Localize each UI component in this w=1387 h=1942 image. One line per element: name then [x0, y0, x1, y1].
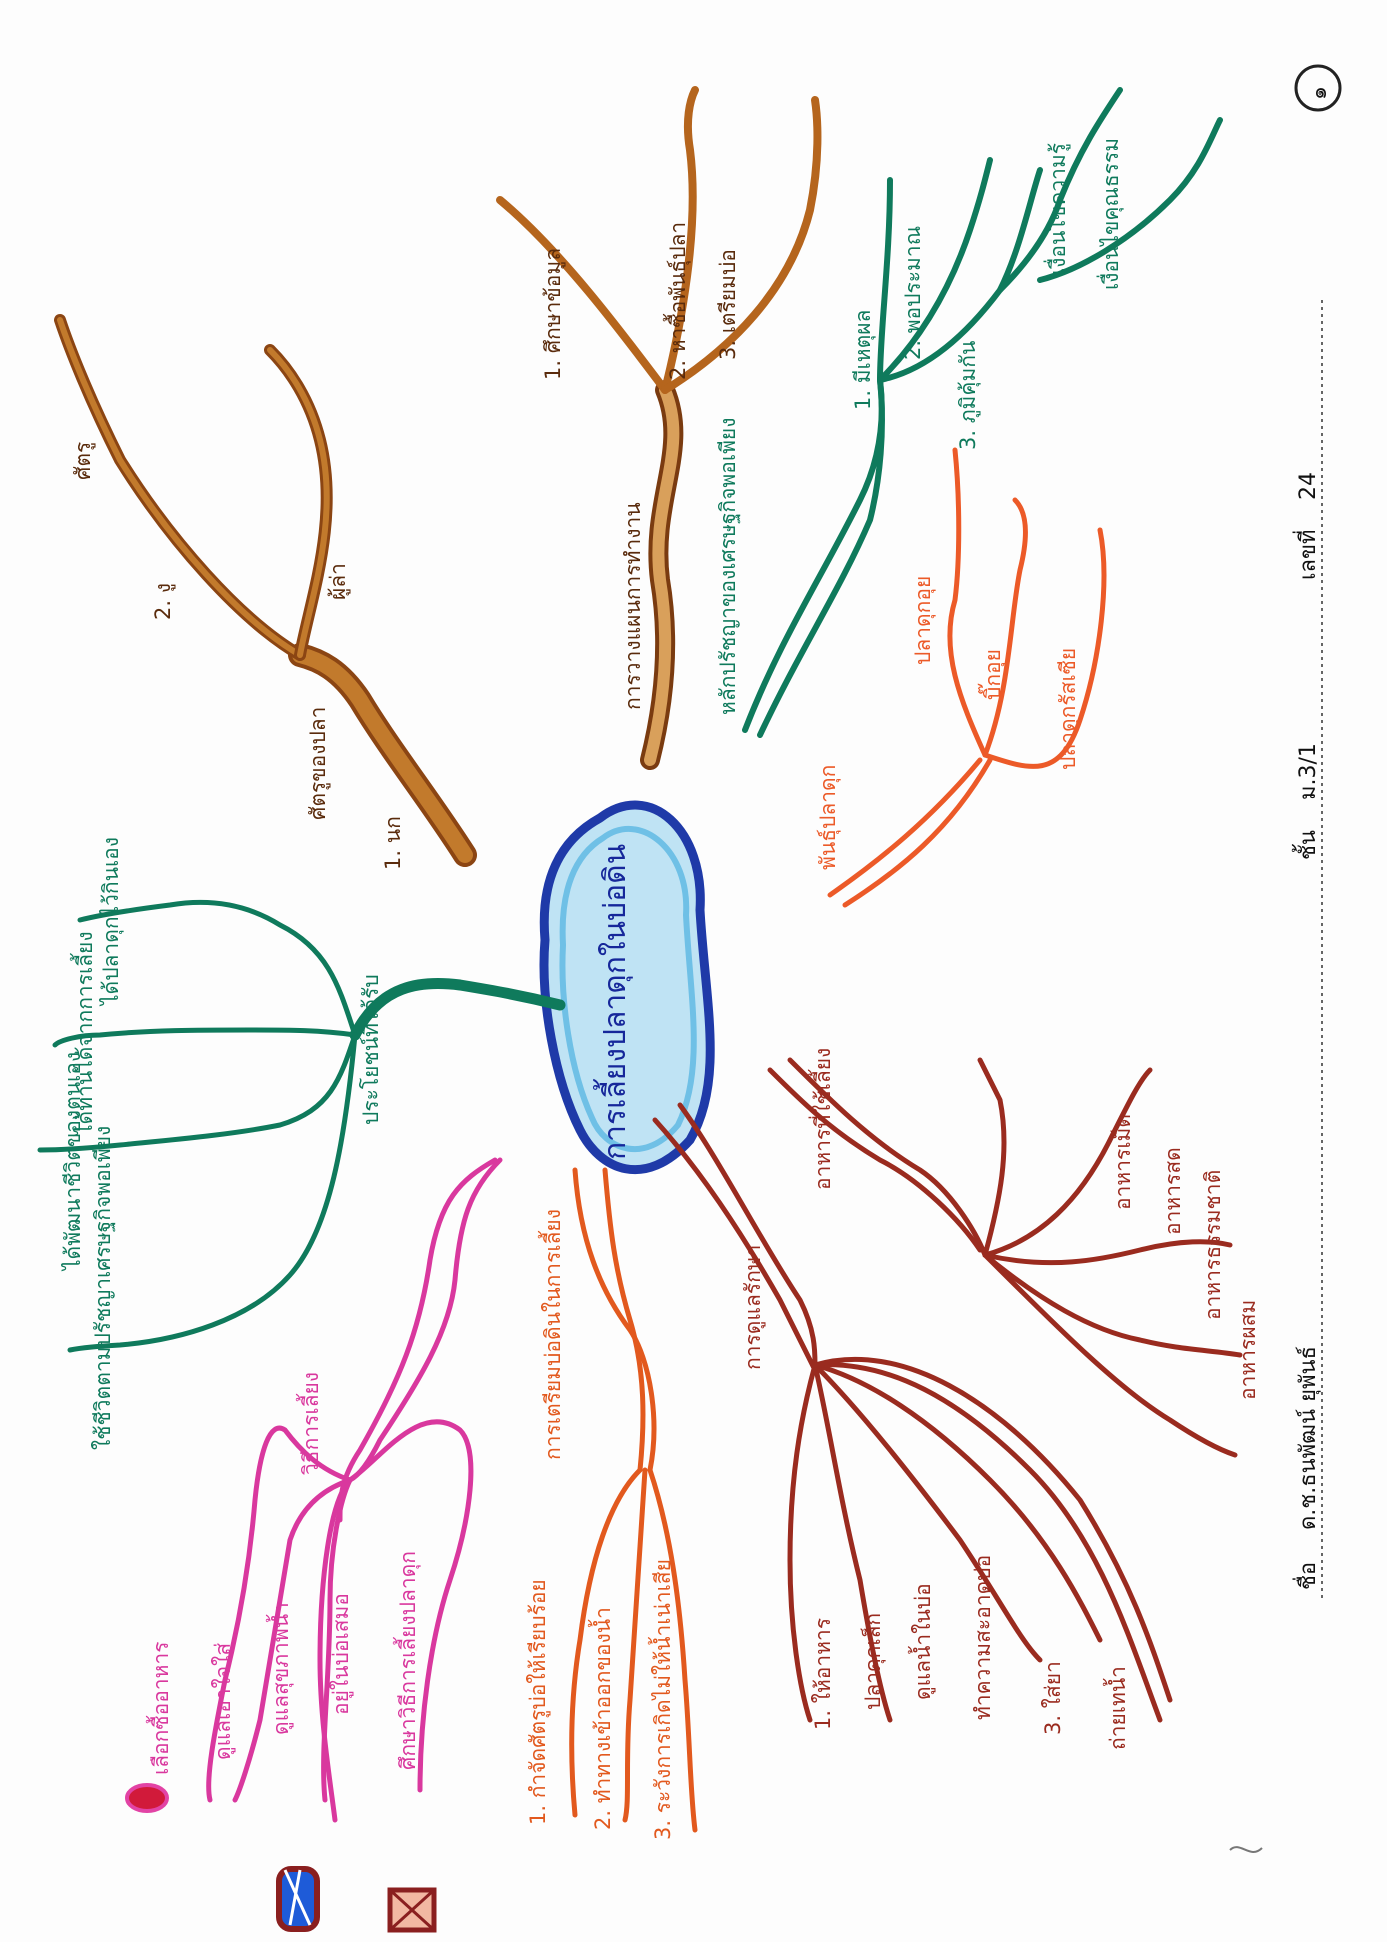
care-item: 3. ใส่ยา [1041, 1661, 1065, 1735]
steps-item: ดูแลเอาใจใส่ [211, 1643, 236, 1760]
page-number: ๑ [1307, 86, 1332, 100]
care-item: 1. ให้อาหาร [811, 1618, 835, 1730]
flower-icon [279, 1869, 317, 1929]
steps-item: อยู่ในบ่อเสมอ [329, 1593, 354, 1715]
steps-item: ศึกษาวิธีการเลี้ยงปลาดุก [393, 1551, 421, 1770]
benefit-item: ได้ปลาดุกไว้กินเอง [99, 837, 124, 1007]
red-dot-icon [127, 1785, 167, 1811]
sufficiency-item: เงื่อนไขคุณธรรม [1096, 138, 1124, 290]
prep-item: 2. ทำทางเข้าออกของน้ำ [588, 1607, 615, 1830]
pencil-mark [1230, 1847, 1262, 1852]
steps-item: เลือกซื้ออาหาร [146, 1641, 173, 1775]
rival-item: 1. นก [381, 816, 405, 870]
number-value: 24 [1296, 472, 1321, 500]
care-item: ดูแลน้ำในบ่อ [908, 1583, 936, 1700]
steps-title: วิธีการเลี้ยง [296, 1372, 323, 1475]
class-label: ชั้น [1292, 830, 1321, 860]
rival-item: ศัตรู [71, 442, 96, 480]
prep-title: การเตรียมบ่อดินในการเลี้ยง [538, 1209, 565, 1460]
feed-item: อาหารสด [1161, 1147, 1185, 1235]
sufficiency-title: หลักปรัชญาของเศรษฐกิจพอเพียง [716, 418, 740, 715]
care-item: ปลาดุกเล็ก [859, 1613, 886, 1710]
rival-item: 2. งู [151, 583, 176, 620]
branch-rival [60, 320, 465, 855]
species-item: ปลาดุกอุย [911, 576, 936, 665]
page-number-badge: ๑ [1296, 66, 1340, 110]
species-title: พันธุ์ปลาดุก [816, 765, 841, 870]
footer: ชื่อ ด.ช.ธนพัฒน์ ยุพันธ์ ชั้น ม.3/1 เลขท… [1292, 300, 1322, 1600]
branch-steps [209, 1160, 500, 1820]
envelope-icon [390, 1890, 434, 1930]
market-item: 3. เตรียมบ่อ [716, 249, 740, 360]
feed-title: อาหารที่ใช้เลี้ยง [808, 1048, 835, 1190]
benefit-title: ประโยชน์ที่ได้รับ [356, 974, 383, 1125]
rival-title: ศัตรูของปลา [306, 707, 331, 820]
care-title: การดูแลรักษา [741, 1245, 766, 1370]
prep-item: 1. กำจัดศัตรูบ่อให้เรียบร้อย [526, 1579, 551, 1825]
center-title: การเลี้ยงปลาดุกในบ่อดิน [593, 844, 634, 1160]
market-title: การวางแผนการทำงาน [621, 502, 645, 710]
name-value: ด.ช.ธนพัฒน์ ยุพันธ์ [1296, 1346, 1321, 1530]
market-item: 1. ศึกษาข้อมูล [541, 248, 566, 380]
market-item: 2. หาซื้อพันธุ์ปลา [663, 222, 691, 380]
branch-feed [770, 1060, 1240, 1455]
steps-item: ดูแลสุขภาพน้ำ [266, 1602, 294, 1735]
feed-item: อาหารธรรมชาติ [1201, 1170, 1225, 1320]
species-item: ปลาดุกรัสเซีย [1056, 648, 1081, 770]
benefit-item: ใช้ชีวิตตามปรัชญาเศรษฐกิจพอเพียง [91, 1126, 115, 1450]
care-item: ทำความสะอาดบ่อ [971, 1555, 995, 1720]
sufficiency-item: เงื่อนไขความรู้ [1043, 143, 1071, 275]
number-label: เลขที่ [1292, 529, 1321, 580]
sufficiency-item: 2. พอประมาณ [901, 226, 925, 360]
species-item: บิ๊กอุย [977, 649, 1006, 700]
benefit-item: ได้พัฒนาชีวิตของตนเอง [61, 1052, 85, 1272]
care-item: ถ่ายเทน้ำ [1103, 1666, 1130, 1750]
sufficiency-item: 1. มีเหตุผล [851, 310, 876, 410]
branch-market [500, 90, 817, 760]
name-label: ชื่อ [1292, 1562, 1321, 1590]
feed-item: อาหารผสม [1236, 1300, 1260, 1400]
class-value: ม.3/1 [1296, 743, 1321, 800]
prep-item: 3. ระวังการเกิดไม่ให้น้ำเน่าเสีย [648, 1559, 675, 1840]
rival-item: ผู้ล่า [326, 563, 351, 600]
sufficiency-item: 3. ภูมิคุ้มกัน [956, 341, 981, 450]
feed-item: อาหารเม็ด [1109, 1114, 1135, 1210]
